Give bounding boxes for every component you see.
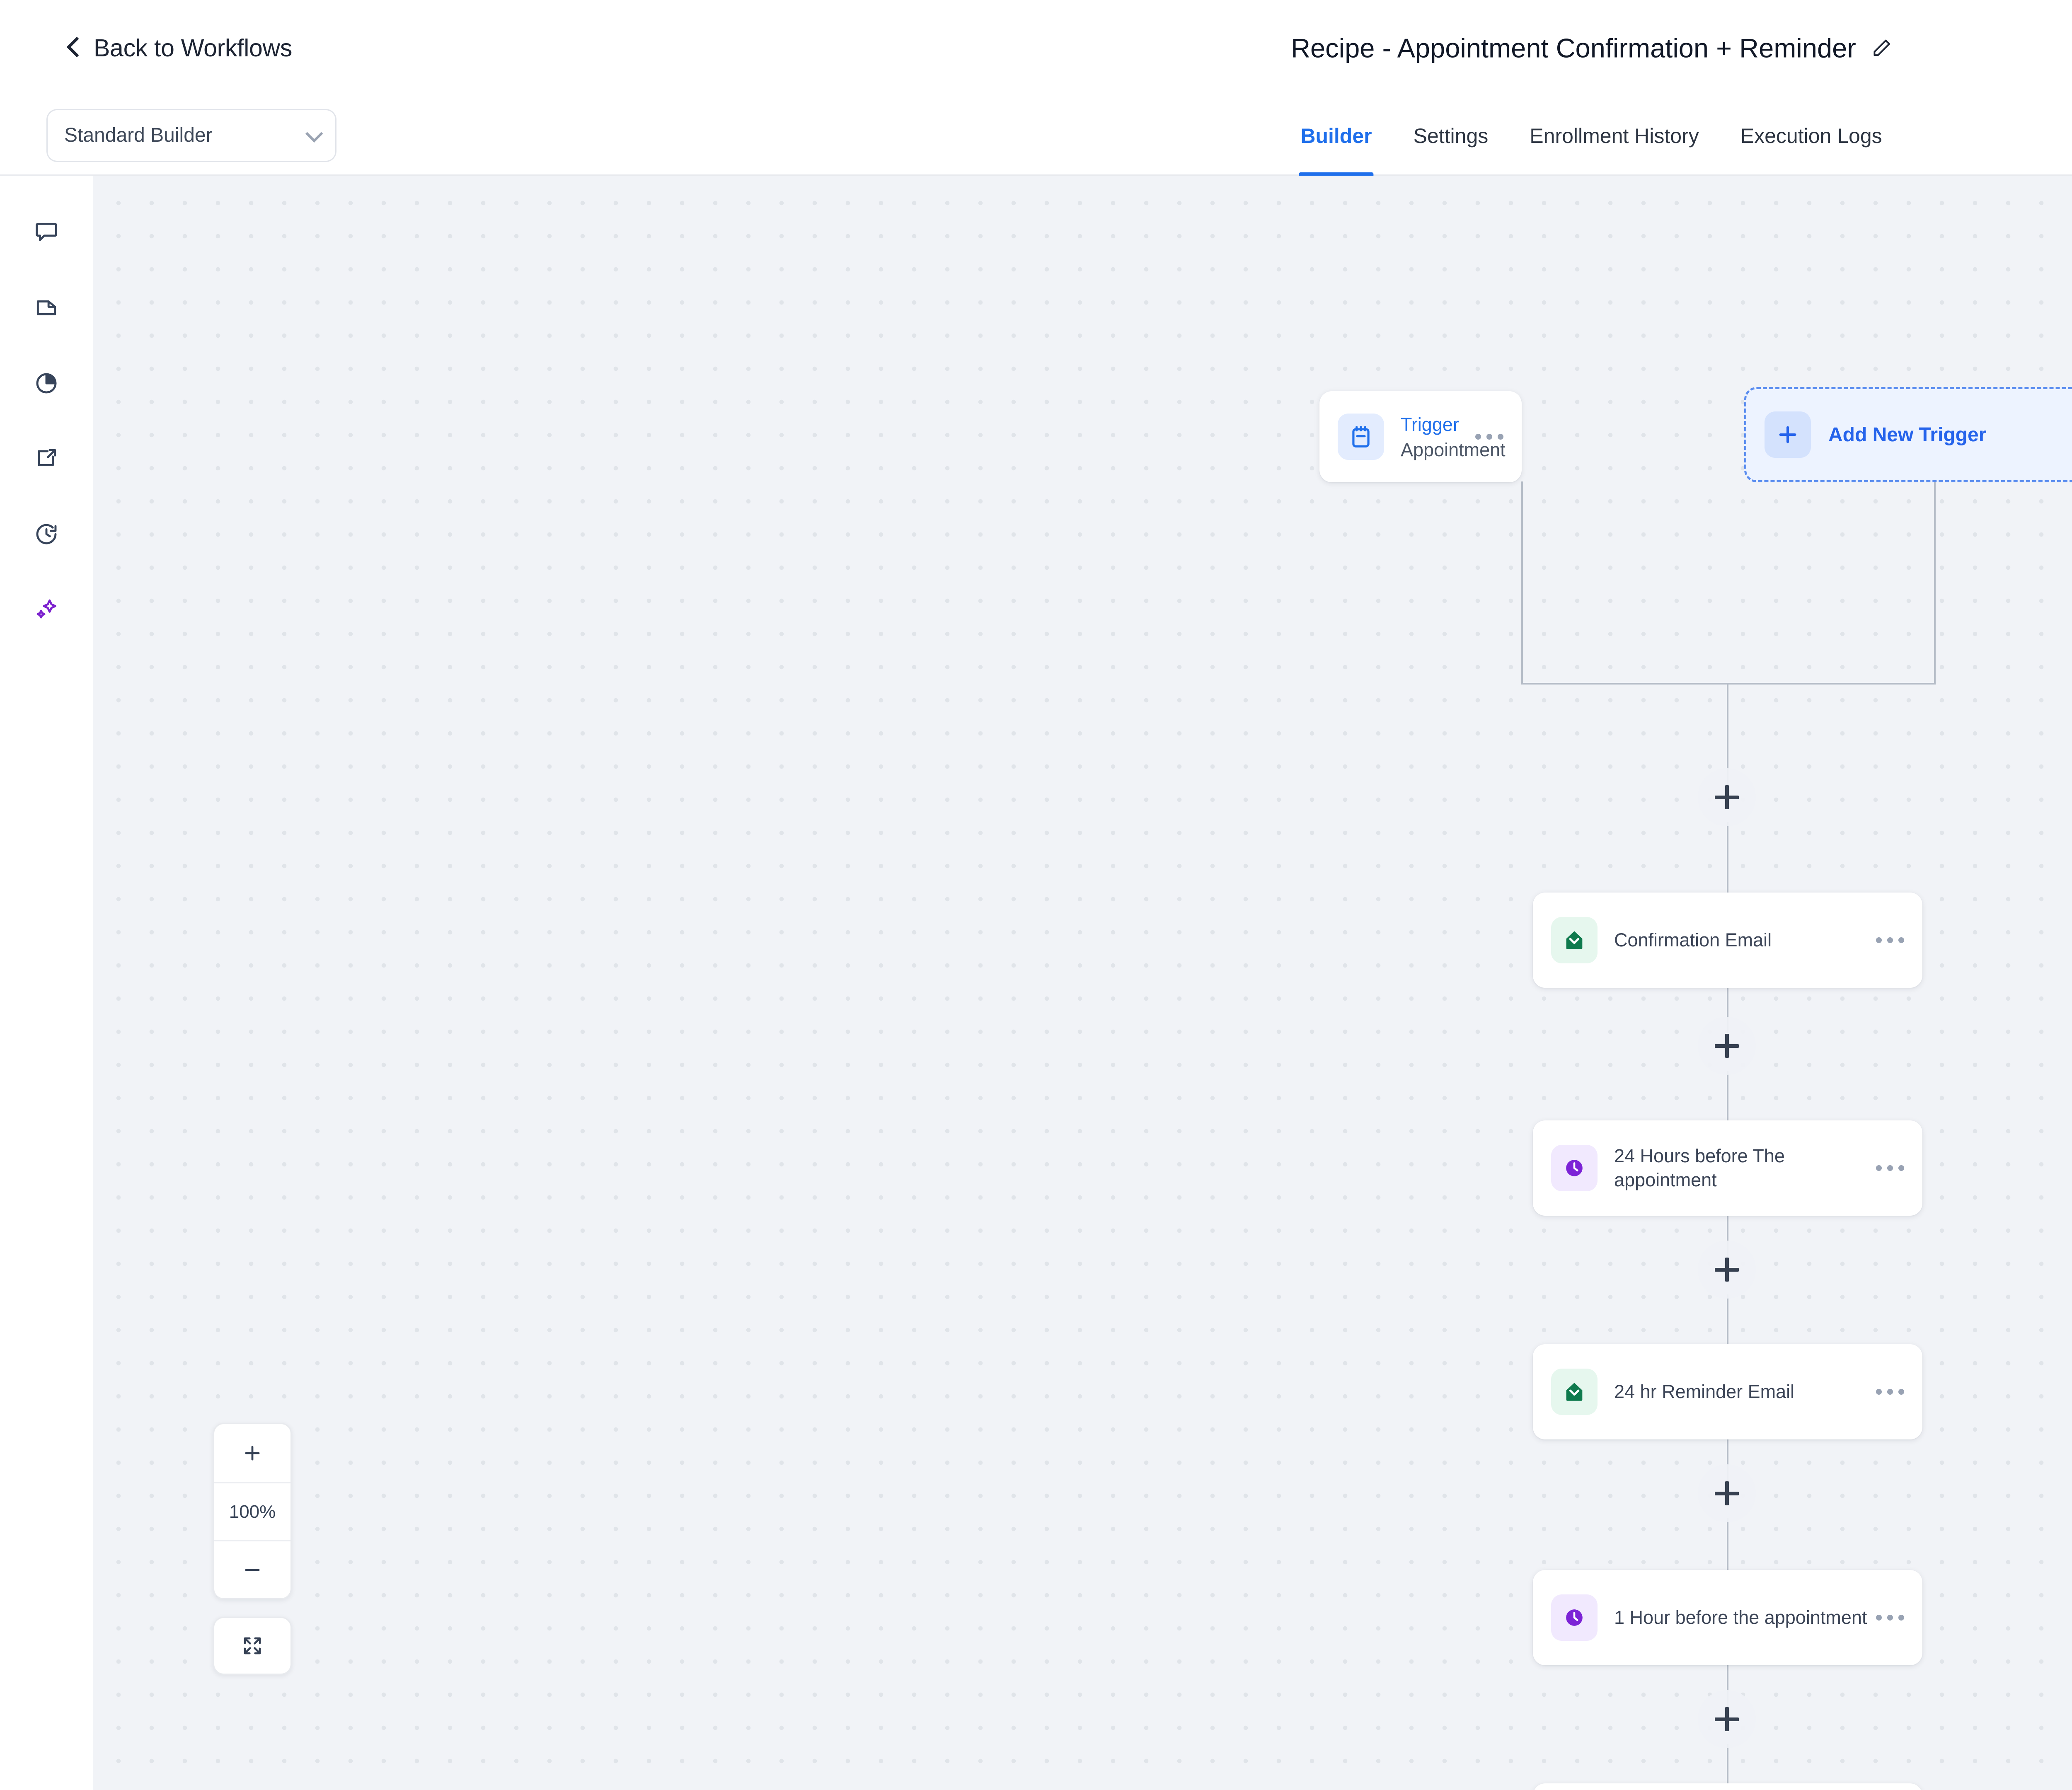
action-node-confirmation-email[interactable]: Confirmation Email (1533, 893, 1922, 988)
add-step-button-0[interactable] (1698, 768, 1756, 826)
node-label: 24 hr Reminder Email (1614, 1381, 1795, 1402)
more-options-icon[interactable] (1876, 937, 1904, 943)
workflow-canvas[interactable]: Trigger Appointment Add New Trigger (93, 176, 2072, 1790)
sidebar-item-notes[interactable] (24, 215, 69, 249)
node-text: Confirmation Email (1614, 928, 1868, 953)
fit-to-screen-button[interactable] (213, 1617, 292, 1675)
connector-plus-to-node-1 (1727, 822, 1728, 893)
connector-plus-to-node-2 (1727, 1071, 1728, 1120)
node-label: 1 Hour before the appointment (1614, 1606, 1867, 1628)
clock-glyph (1566, 1609, 1583, 1626)
back-to-workflows-label: Back to Workflows (94, 34, 293, 62)
connector-trigger-stem-right (1934, 481, 1936, 685)
email-icon (1551, 917, 1598, 963)
document-icon (36, 300, 56, 315)
node-label: 24 Hours before The appointment (1614, 1145, 1785, 1191)
trigger-node-text: Trigger Appointment (1401, 413, 1506, 461)
action-node-24hr-reminder-email[interactable]: 24 hr Reminder Email (1533, 1344, 1922, 1439)
tab-settings[interactable]: Settings (1413, 124, 1489, 148)
zoom-controls: 100% (213, 1423, 292, 1599)
more-options-icon[interactable] (1876, 1389, 1904, 1395)
connector-merge-horizontal (1521, 683, 1936, 685)
chat-bubble-icon (36, 223, 57, 241)
sidebar-item-stats[interactable] (24, 366, 69, 400)
wait-node-1-hour-before[interactable]: 1 Hour before the appointment (1533, 1570, 1922, 1665)
top-header-bar: Back to Workflows Recipe - Appointment C… (0, 0, 2072, 96)
chevron-down-icon (305, 125, 323, 143)
fit-screen-icon (244, 1637, 261, 1655)
node-text: 24 hr Reminder Email (1614, 1380, 1868, 1404)
minus-icon (245, 1569, 260, 1571)
more-options-icon[interactable] (1876, 1165, 1904, 1171)
sidebar-item-ai-assistant[interactable] (24, 593, 69, 626)
clock-history-icon (36, 524, 57, 544)
add-new-trigger-button[interactable]: Add New Trigger (1744, 387, 2072, 482)
email-icon (1551, 1369, 1598, 1415)
clock-icon (1551, 1145, 1598, 1191)
more-options-icon[interactable] (1475, 434, 1503, 440)
trigger-node[interactable]: Trigger Appointment (1319, 391, 1522, 482)
plus-icon (245, 1446, 260, 1461)
calendar-icon (1338, 414, 1384, 460)
sidebar-item-documents[interactable] (24, 291, 69, 325)
email-glyph (1566, 931, 1583, 949)
add-step-button-2[interactable] (1698, 1241, 1756, 1299)
page-title: Recipe - Appointment Confirmation + Remi… (1291, 33, 1856, 63)
ai-sparkle-icon (36, 599, 56, 619)
chevron-left-icon (66, 36, 80, 60)
pencil-icon[interactable] (1871, 38, 1892, 58)
workflow-title-group: Recipe - Appointment Confirmation + Remi… (1291, 33, 1892, 64)
node-text: 1 Hour before the appointment (1614, 1606, 1868, 1630)
back-to-workflows-link[interactable]: Back to Workflows (66, 34, 292, 62)
pie-chart-icon (36, 373, 57, 394)
clock-icon (1551, 1594, 1598, 1641)
zoom-out-button[interactable] (214, 1540, 290, 1598)
clock-glyph (1566, 1160, 1583, 1176)
more-options-icon[interactable] (1876, 1615, 1904, 1621)
node-text: 24 Hours before The appointment (1614, 1144, 1868, 1193)
tab-execution-logs[interactable]: Execution Logs (1740, 124, 1882, 148)
connector-node-4-to-plus (1727, 1653, 1728, 1719)
connector-trigger-stem-left (1521, 481, 1523, 685)
connector-plus-to-node-3 (1727, 1294, 1728, 1344)
external-link-icon (38, 449, 56, 466)
node-label: Confirmation Email (1614, 929, 1772, 951)
add-new-trigger-label: Add New Trigger (1828, 423, 1987, 446)
tab-enrollment-history[interactable]: Enrollment History (1530, 124, 1699, 148)
sidebar-item-history[interactable] (24, 517, 69, 551)
sidebar-item-open-external[interactable] (24, 442, 69, 476)
action-node-1hr-reminder-email[interactable]: 1hr Reminder Email (1533, 1783, 1922, 1790)
plus-icon (1765, 411, 1811, 458)
builder-mode-select[interactable]: Standard Builder (46, 109, 336, 162)
connector-merge-to-plus (1727, 683, 1728, 799)
zoom-in-button[interactable] (214, 1424, 290, 1482)
trigger-node-label: Trigger (1401, 414, 1459, 435)
connector-plus-to-node-4 (1727, 1518, 1728, 1570)
builder-mode-value: Standard Builder (64, 124, 213, 146)
trigger-node-subtitle: Appointment (1401, 439, 1506, 461)
zoom-level-label: 100% (214, 1482, 290, 1540)
add-step-button-4[interactable] (1698, 1690, 1756, 1748)
tab-bar: Standard Builder Builder Settings Enroll… (0, 96, 2072, 176)
connector-plus-to-node-5 (1727, 1744, 1728, 1783)
wait-node-24-hours-before[interactable]: 24 Hours before The appointment (1533, 1120, 1922, 1216)
email-glyph (1566, 1383, 1583, 1401)
workflow-tabs: Builder Settings Enrollment History Exec… (1280, 96, 1903, 176)
add-step-button-1[interactable] (1698, 1017, 1756, 1075)
left-icon-rail (0, 176, 93, 1790)
add-step-button-3[interactable] (1698, 1464, 1756, 1522)
tab-builder[interactable]: Builder (1280, 96, 1392, 176)
